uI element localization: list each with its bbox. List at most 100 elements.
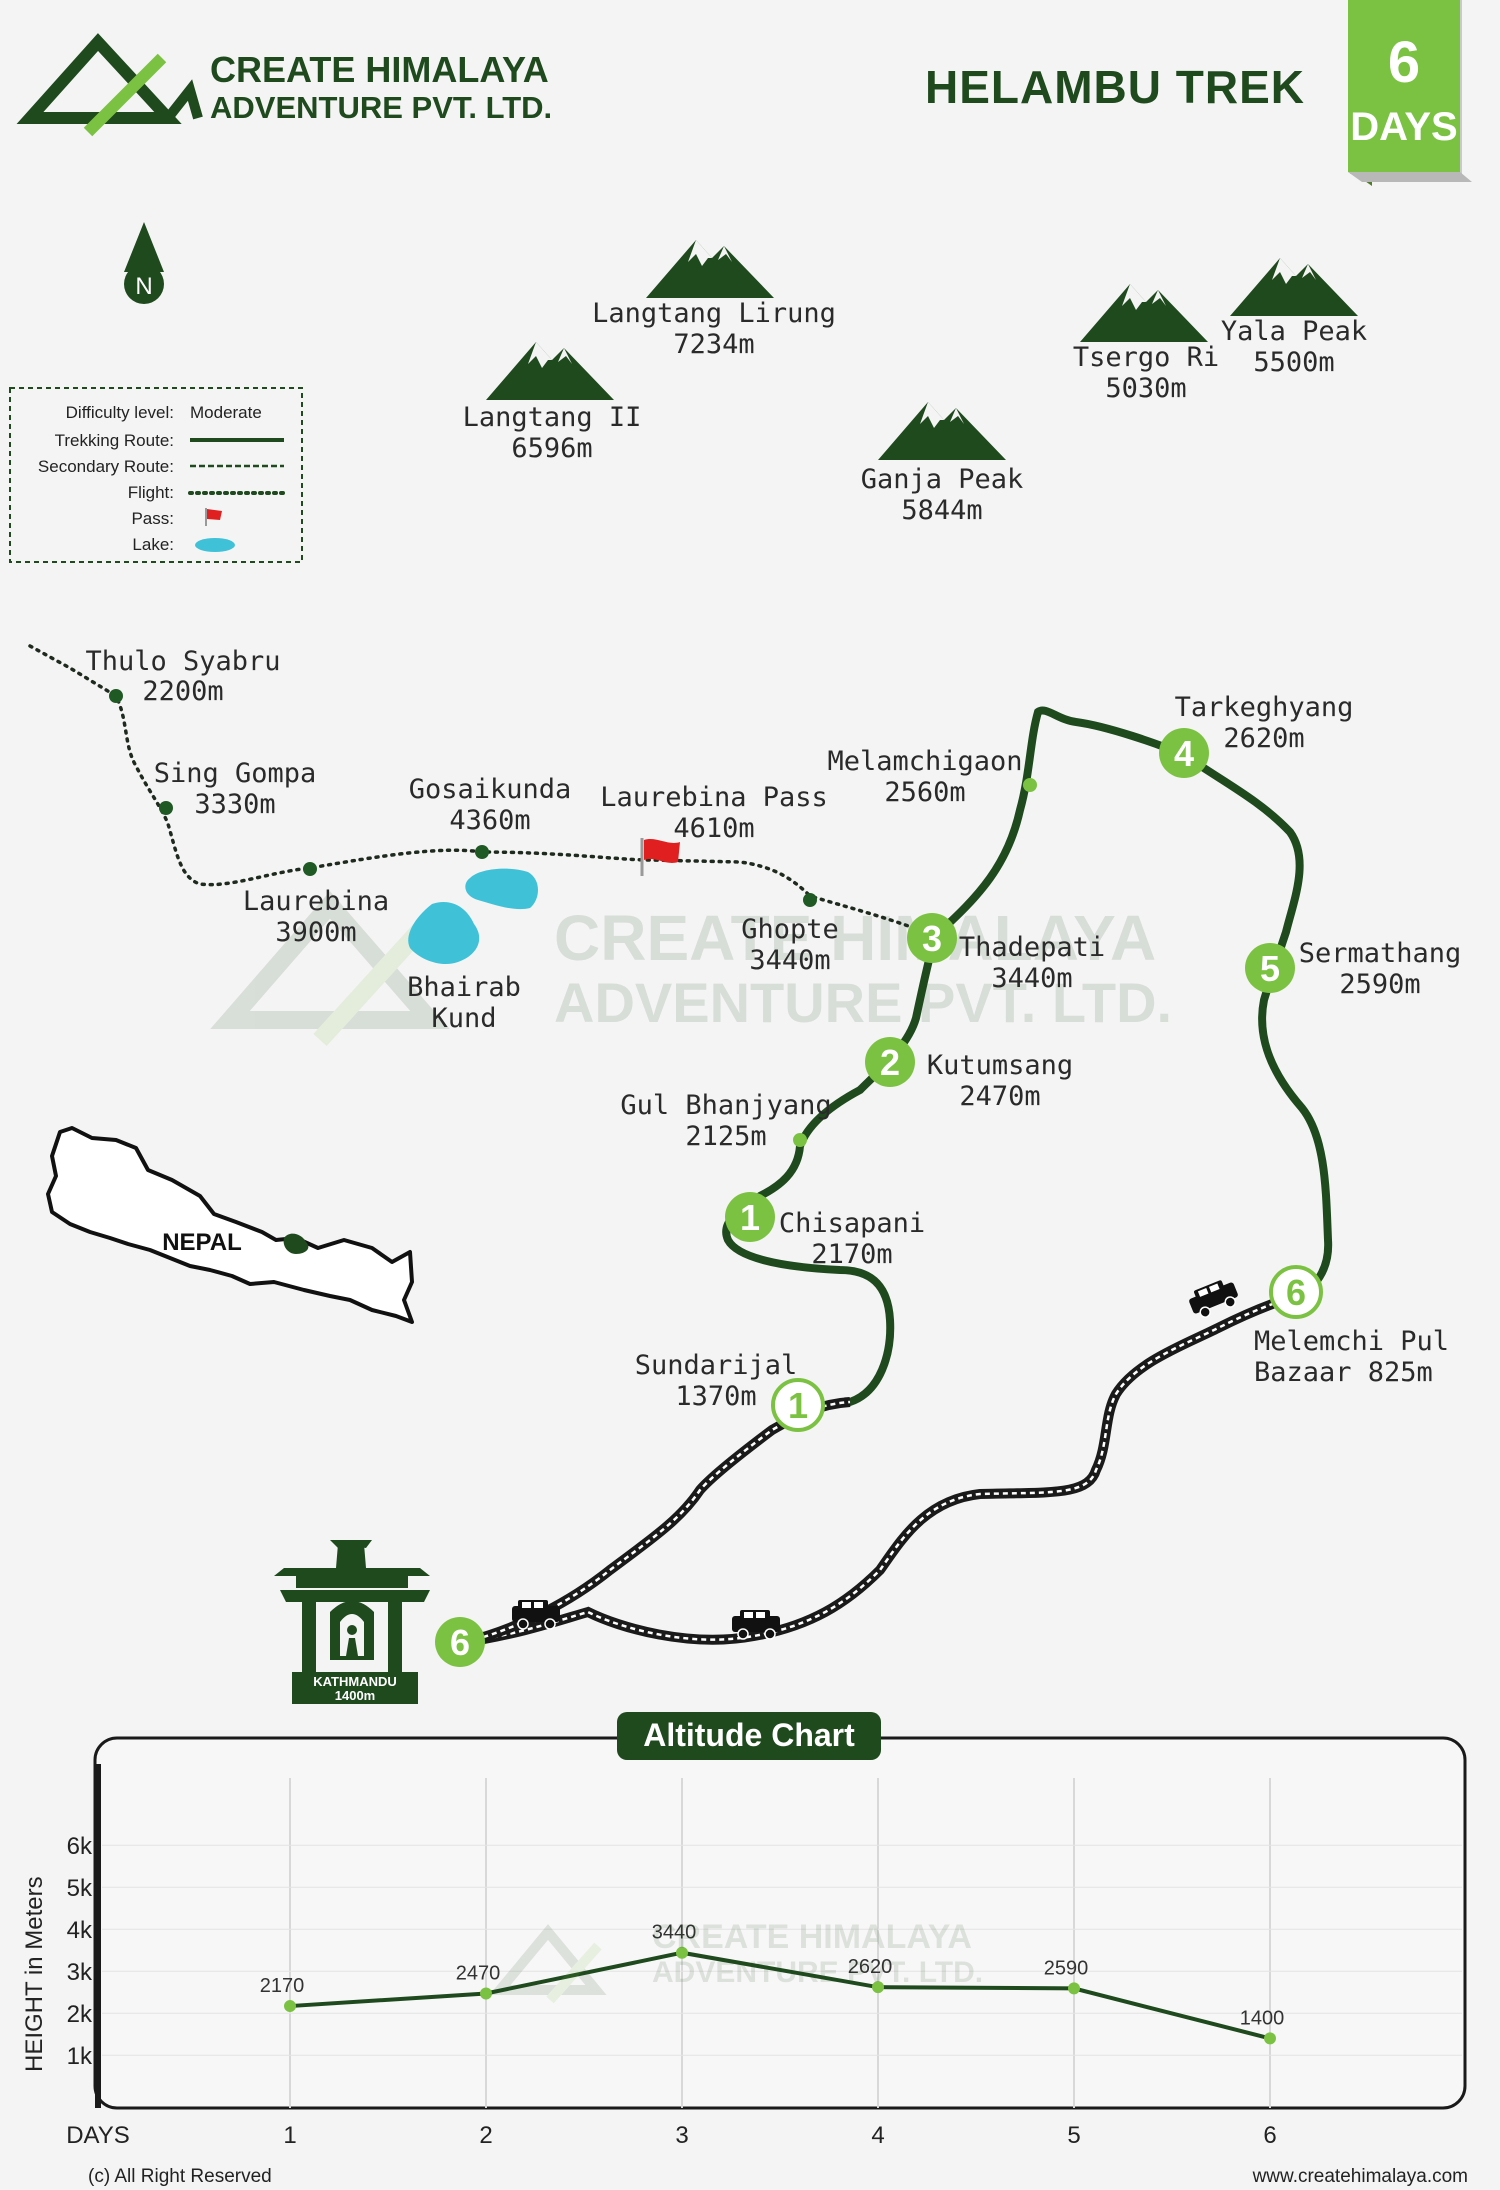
waypoint-dot — [303, 862, 317, 876]
legend-secondary-route-label: Secondary Route: — [38, 457, 174, 476]
chart-data-label: 2470 — [456, 1962, 501, 1984]
chart-x-axis-label: DAYS — [66, 2122, 130, 2149]
day-marker-label: 5 — [1260, 948, 1280, 989]
chart-watermark: CREATE HIMALAYA ADVENTURE PVT. LTD. — [489, 1918, 983, 2004]
chart-data-label: 2620 — [848, 1956, 893, 1978]
lake-gosaikunda — [465, 868, 538, 910]
place-altitude: 1370m — [675, 1381, 756, 1412]
chart-x-tick: 2 — [479, 2122, 492, 2149]
place-altitude: 2620m — [1223, 723, 1304, 754]
legend-trekking-route-label: Trekking Route: — [55, 431, 174, 450]
chart-y-tick: 5k — [67, 1875, 93, 1902]
place-name: Sing Gompa — [154, 758, 317, 789]
mountain-icon — [1230, 258, 1358, 316]
mountain-icon — [646, 240, 774, 298]
north-compass-icon: N — [124, 222, 164, 304]
waypoint-dot — [109, 689, 123, 703]
place-name: Thadepati — [959, 932, 1105, 963]
place-altitude: 2170m — [811, 1239, 892, 1270]
place-name: Melamchigaon — [827, 746, 1022, 777]
legend-difficulty-label: Difficulty level: — [66, 403, 174, 422]
peak-name: Tsergo Ri — [1073, 342, 1219, 373]
chart-y-tick: 6k — [67, 1833, 93, 1860]
place-name: Sundarijal — [635, 1350, 798, 1381]
waypoint-dot — [475, 845, 489, 859]
chart-data-point — [480, 1987, 492, 2000]
peak-altitude: 5500m — [1253, 347, 1334, 378]
legend-lake-label: Lake: — [132, 535, 174, 554]
place-altitude: 3440m — [991, 963, 1072, 994]
day-marker-label: 6 — [450, 1622, 470, 1663]
day-marker: 3 — [907, 913, 957, 963]
nepal-map-inset — [46, 1126, 414, 1324]
day-marker: 1 — [725, 1192, 775, 1242]
peak-name: Yala Peak — [1221, 316, 1367, 347]
legend-flight-label: Flight: — [128, 483, 174, 502]
day-marker: 2 — [865, 1037, 915, 1087]
peak-altitude: 6596m — [511, 433, 592, 464]
place-altitude: 3900m — [275, 917, 356, 948]
chart-watermark-line2: ADVENTURE PVT. LTD. — [652, 1956, 983, 1989]
lake-label-line1: Bhairab — [407, 972, 521, 1003]
chart-watermark-line1: CREATE HIMALAYA — [652, 1918, 972, 1956]
place-altitude: 2200m — [142, 676, 223, 707]
chart-x-tick: 5 — [1067, 2122, 1080, 2149]
place-name: Melemchi Pul — [1254, 1326, 1449, 1357]
company-logo — [16, 33, 203, 137]
place-altitude: 4610m — [673, 813, 754, 844]
kathmandu-label: KATHMANDU — [313, 1674, 397, 1689]
mountain-icon — [486, 342, 614, 400]
company-name-line1: CREATE HIMALAYA — [210, 49, 549, 90]
watermark-line2: ADVENTURE PVT. LTD. — [554, 971, 1172, 1034]
chart-x-tick: 6 — [1263, 2122, 1276, 2149]
chart-data-label: 3440 — [652, 1922, 697, 1944]
chart-data-label: 1400 — [1240, 2007, 1285, 2029]
watermark: CREATE HIMALAYA ADVENTURE PVT. LTD. — [210, 891, 1172, 1047]
chart-data-label: 2170 — [260, 1975, 305, 1997]
place-name: Ghopte — [741, 914, 839, 945]
mountain-icon — [1080, 284, 1208, 342]
place-name: Laurebina Pass — [600, 782, 828, 813]
pass-flag-icon — [640, 838, 680, 876]
chart-y-tick: 1k — [67, 2043, 93, 2070]
day-marker-label: 4 — [1174, 733, 1194, 774]
peak-altitude: 5844m — [901, 495, 982, 526]
chart-y-tick: 3k — [67, 1959, 93, 1986]
chart-y-tick: 2k — [67, 2001, 93, 2028]
place-altitude: 3330m — [194, 789, 275, 820]
watermark-line1: CREATE HIMALAYA — [554, 902, 1156, 974]
day-marker-label: 1 — [740, 1197, 760, 1238]
copyright-text: (c) All Right Reserved — [88, 2166, 272, 2187]
website-text: www.createhimalaya.com — [1252, 2166, 1468, 2187]
chart-data-label: 2590 — [1044, 1957, 1089, 1979]
place-altitude: Bazaar 825m — [1254, 1357, 1433, 1388]
day-marker-label: 1 — [788, 1385, 808, 1426]
chart-data-point — [1264, 2032, 1276, 2045]
place-altitude: 3440m — [749, 945, 830, 976]
peak-altitude: 7234m — [673, 329, 754, 360]
day-marker: 6 — [435, 1617, 485, 1667]
waypoint-dot — [793, 1133, 807, 1147]
place-name: Kutumsang — [927, 1050, 1073, 1081]
waypoint-dot — [1023, 778, 1037, 792]
compass-label: N — [135, 273, 152, 300]
place-name: Gosaikunda — [409, 774, 572, 805]
lake-label-line2: Kund — [431, 1003, 496, 1034]
day-marker-label: 2 — [880, 1042, 900, 1083]
jeep-icon — [1189, 1280, 1238, 1318]
day-marker: 4 — [1159, 728, 1209, 778]
secondary-route — [28, 644, 937, 938]
place-name: Tarkeghyang — [1175, 692, 1354, 723]
place-altitude: 4360m — [449, 805, 530, 836]
place-name: Laurebina — [243, 886, 389, 917]
peak-name: Ganja Peak — [861, 464, 1024, 495]
day-marker: 5 — [1245, 943, 1295, 993]
days-badge: 6 DAYS — [1348, 0, 1472, 186]
peak-name: Langtang Lirung — [592, 298, 836, 329]
company-name-line2: ADVENTURE PVT. LTD. — [210, 90, 552, 125]
trekking-route — [931, 706, 1333, 1300]
altitude-chart: Altitude Chart HEIGHT in Meters DAYS 1k2… — [21, 1712, 1467, 2149]
country-label: NEPAL — [162, 1229, 242, 1256]
legend-pass-label: Pass: — [131, 509, 174, 528]
